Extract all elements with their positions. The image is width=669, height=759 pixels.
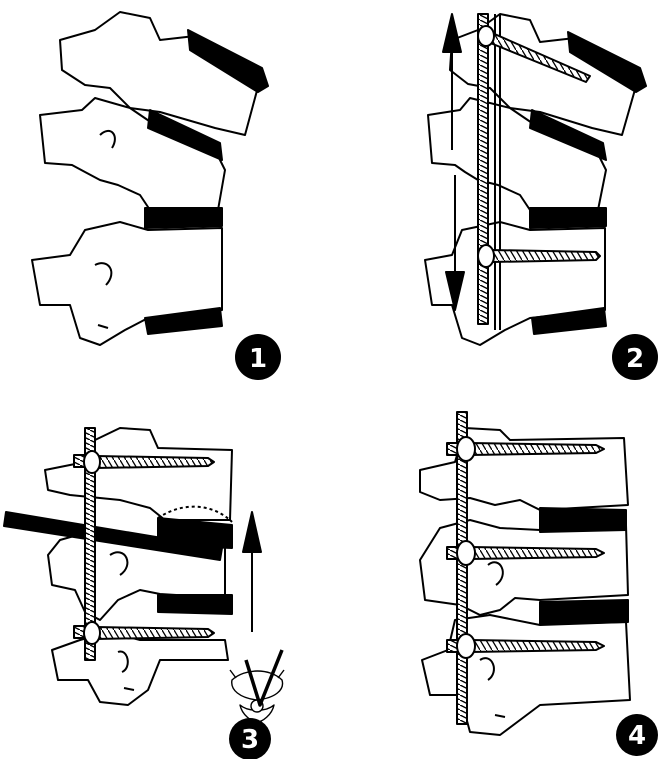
screw-bottom xyxy=(446,633,605,659)
vertebra-3 xyxy=(51,631,229,706)
badge-2-label: 2 xyxy=(626,344,644,374)
osteotomy-dashed xyxy=(157,505,233,523)
arrow-head-up xyxy=(442,13,462,53)
badge-4: 4 xyxy=(616,714,658,756)
disc xyxy=(529,207,607,229)
disc xyxy=(144,307,223,335)
badge-4-label: 4 xyxy=(628,721,646,751)
rod xyxy=(456,411,468,725)
badge-3-label: 3 xyxy=(241,725,259,755)
axial-vertebra-inset xyxy=(229,649,285,723)
vertebra-3 xyxy=(421,614,631,736)
panel-1 xyxy=(31,11,269,346)
disc xyxy=(567,31,647,93)
disc xyxy=(157,594,233,615)
disc xyxy=(144,207,223,229)
panel-4 xyxy=(419,411,631,736)
disc xyxy=(147,109,223,161)
facet-line xyxy=(479,657,495,681)
screw-upper xyxy=(73,450,215,474)
screw-oblique xyxy=(477,25,591,83)
facet-line xyxy=(94,262,113,286)
vertebra-1 xyxy=(44,427,233,521)
facet-line xyxy=(123,687,135,691)
facet-line xyxy=(117,650,129,673)
disc xyxy=(539,507,627,533)
disc xyxy=(539,599,629,625)
badge-2: 2 xyxy=(612,334,658,380)
disc xyxy=(187,29,269,93)
badge-1-label: 1 xyxy=(249,344,267,374)
arrow-head-down xyxy=(445,271,465,311)
screw-horizontal xyxy=(477,244,601,268)
facet-line xyxy=(109,551,129,576)
screw-lower xyxy=(73,621,215,645)
vertebra-1 xyxy=(419,427,629,511)
facet-line xyxy=(99,129,116,149)
screw-top xyxy=(446,436,605,462)
rod xyxy=(477,13,489,325)
badge-1: 1 xyxy=(235,334,281,380)
screw-middle xyxy=(446,540,605,566)
rod xyxy=(84,427,96,661)
vertebra-1 xyxy=(59,11,263,136)
facet-line xyxy=(494,714,506,718)
osteotome-bar xyxy=(3,511,223,561)
disc xyxy=(531,307,607,335)
facet-line xyxy=(97,324,109,329)
panel-3 xyxy=(3,427,285,723)
facet-line xyxy=(487,561,504,586)
badge-3: 3 xyxy=(229,718,271,759)
panel-2 xyxy=(424,13,647,346)
arrow-head-up xyxy=(242,511,262,553)
disc xyxy=(529,109,607,161)
